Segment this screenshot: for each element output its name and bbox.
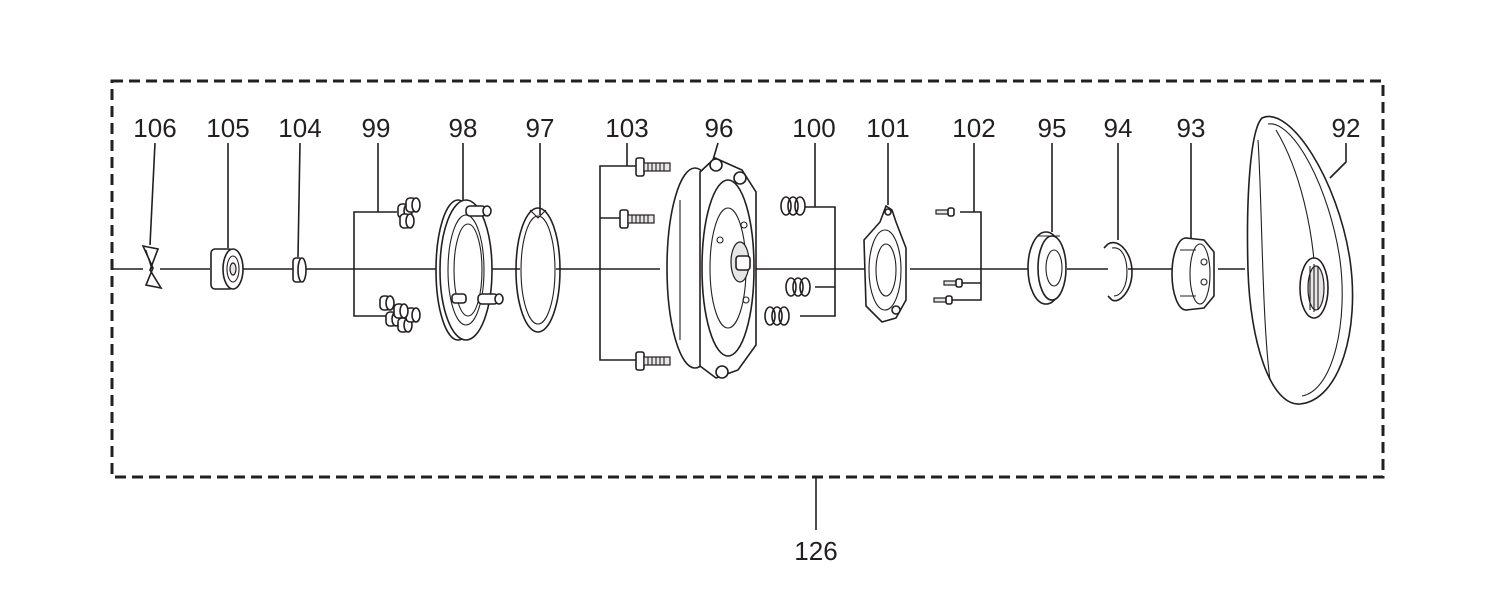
label-99: 99 [362,113,391,143]
part-105-bearing [210,248,244,290]
label-97: 97 [526,113,555,143]
part-99-rollers [379,197,421,333]
label-93: 93 [1177,113,1206,143]
part-102-screws [933,207,963,305]
label-103: 103 [605,113,648,143]
part-94-spring-clip [1103,241,1133,302]
assembly-label: 126 [794,536,837,566]
label-96: 96 [705,113,734,143]
assembly-boundary [110,79,1385,479]
part-104-washer [292,257,307,283]
leader-lines [149,142,1347,361]
part-95-gear [1027,231,1067,305]
label-105: 105 [206,113,249,143]
part-93-cap [1171,237,1215,311]
label-95: 95 [1038,113,1067,143]
label-100: 100 [792,113,835,143]
part-103-screws [619,157,671,371]
part-96-side-plate [666,157,757,379]
part-101-bearing-cover [863,204,907,323]
label-104: 104 [278,113,321,143]
label-101: 101 [866,113,909,143]
part-97-ring [515,207,561,333]
part-98-clutch-housing [435,199,504,341]
label-106: 106 [133,113,176,143]
label-98: 98 [449,113,478,143]
part-labels: 106 105 104 99 98 97 103 96 100 101 102 … [133,113,1360,566]
label-92: 92 [1332,113,1361,143]
part-92-side-cover [1246,115,1354,405]
part-106-clip [141,244,163,290]
label-102: 102 [952,113,995,143]
part-100-springs [764,196,811,326]
label-94: 94 [1104,113,1133,143]
